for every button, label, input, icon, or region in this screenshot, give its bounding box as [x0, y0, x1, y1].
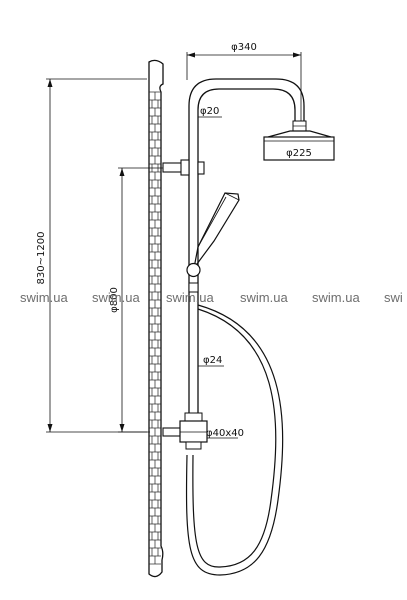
arm-reach-label: φ340: [231, 42, 257, 53]
shower-head-body: [263, 136, 335, 161]
brick-wall: [148, 59, 164, 578]
fixing-distance-dimension: φ800: [109, 167, 186, 433]
arm-reach-dimension: φ340: [186, 42, 302, 122]
overhead-arm-inner: [197, 88, 296, 430]
shower-riser-and-arm: φ20: [188, 78, 307, 430]
watermark: swim.ua swim.ua swim.ua swim.ua swim.ua …: [20, 290, 403, 305]
watermark-text: swim.ua: [92, 290, 140, 305]
hand-shower: [193, 192, 240, 269]
height-dimension: 830~1200: [36, 78, 147, 433]
rain-shower-head: φ225: [263, 130, 335, 161]
head-diameter-label: φ225: [286, 148, 312, 159]
riser-tube-label: φ24: [203, 355, 222, 366]
flexible-hose: [185, 304, 284, 576]
riser-dimension: φ24: [198, 355, 224, 367]
sliding-holder: [186, 262, 201, 293]
watermark-text: swi: [384, 290, 403, 305]
watermark-text: swim.ua: [240, 290, 288, 305]
arm-tube-label: φ20: [200, 106, 219, 117]
overhead-arm-outer: [188, 78, 305, 430]
watermark-text: swim.ua: [166, 290, 214, 305]
hand-shower-handle: [193, 192, 240, 269]
wall-outline: [148, 59, 164, 578]
upper-wall-bracket: [162, 159, 205, 176]
mixer-valve: φ40x40: [162, 412, 244, 450]
brick-pattern: [149, 91, 161, 565]
height-range-label: 830~1200: [36, 232, 47, 285]
watermark-text: swim.ua: [312, 290, 360, 305]
mixer-inlet-label: φ40x40: [206, 428, 244, 439]
fixing-distance-label: φ800: [109, 287, 120, 313]
watermark-text: swim.ua: [20, 290, 68, 305]
